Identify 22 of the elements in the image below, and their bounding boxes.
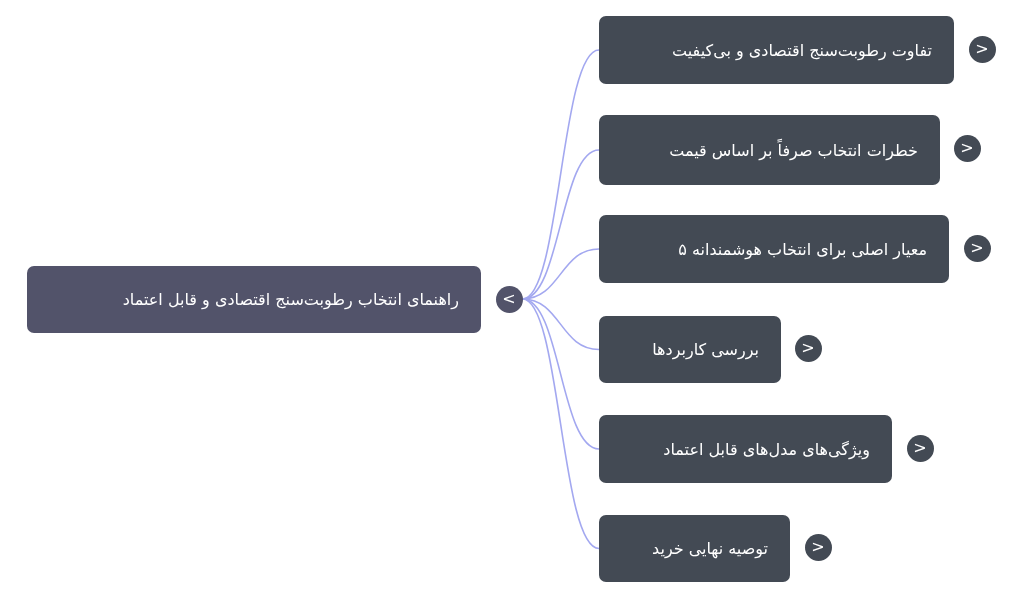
topic-text: معیار اصلی برای انتخاب هوشمندانه ۵ [678,239,927,259]
toggle-button: > [963,234,991,262]
topic-box [599,16,954,84]
toggle-button: > [804,533,832,561]
topic-text: تفاوت رطوبت‌سنج اقتصادی و بی‌کیفیت [672,40,932,60]
topic-text: ویژگی‌های مدل‌های قابل اعتماد [663,439,870,459]
root-topic-box [27,266,481,333]
connector-line [521,298,600,550]
topic-text: خطرات انتخاب صرفاً بر اساس قیمت [669,140,918,160]
topic-box [599,316,781,383]
topic-text: توصیه نهایی خرید [652,539,768,558]
topic-text: راهنمای انتخاب رطوبت‌سنج اقتصادی و قابل اعتماد [122,290,459,309]
toggle-button: > [906,434,934,462]
topic-box [599,115,940,185]
topic-text: بررسی کاربردها [652,340,759,359]
topic-box [599,215,949,283]
topic-box [599,415,892,483]
topic-box [599,515,790,582]
toggle-button: > [794,334,822,362]
toggle-button: < [495,285,523,313]
toggle-button: > [953,134,981,162]
toggle-button: > [968,35,996,63]
